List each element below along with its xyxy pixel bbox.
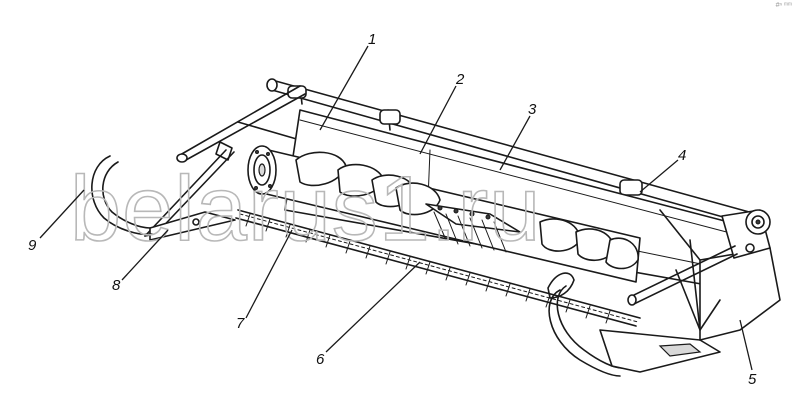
callout-8: 8 — [112, 277, 121, 294]
callout-1: 1 — [368, 31, 376, 48]
callout-9: 9 — [28, 237, 37, 254]
auger-flights — [295, 151, 639, 299]
cutterbar — [235, 209, 641, 327]
corner-mark: #ⁿ ᵐᵐ — [775, 2, 792, 9]
watermark-text: belarus1.ru — [70, 158, 541, 260]
leader-lines — [39, 45, 753, 371]
callout-4: 4 — [678, 147, 686, 164]
left-divider — [91, 155, 153, 236]
callout-5: 5 — [748, 371, 757, 388]
right-frame — [627, 209, 781, 341]
callout-7: 7 — [236, 315, 245, 332]
callout-2: 2 — [455, 71, 465, 88]
right-divider — [548, 285, 721, 377]
finger-mechanism — [425, 203, 521, 253]
left-frame — [144, 85, 306, 241]
callout-3: 3 — [528, 101, 537, 118]
callout-6: 6 — [316, 351, 325, 368]
rear-beam — [266, 78, 761, 227]
